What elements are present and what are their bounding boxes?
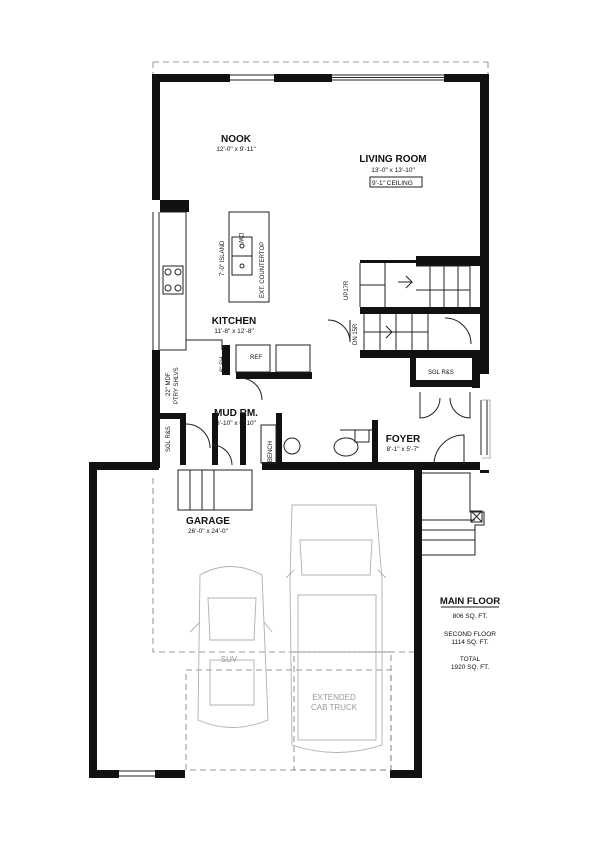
kitchen-label: KITCHEN [212,316,256,327]
bench-label: BENCH [268,441,274,462]
kitchen-island [228,211,270,303]
mudroom-dims: 6'-10" x 6'-10" [216,420,257,427]
garage-steps [177,469,253,511]
shelf-label: 6" SH. [220,355,226,372]
exterior-walls [89,74,489,778]
garage-label: GARAGE [186,516,230,527]
nook-label: NOOK [221,134,252,145]
nook-dims: 12'-0" x 9'-11" [216,146,256,153]
ceiling-note-box [369,176,423,188]
garage-dims: 26'-0" x 24'-0" [188,528,229,535]
truck-label-1: EXTENDED [312,693,356,702]
pantry-label-1: 22" MDF [166,372,172,396]
foyer-label: FOYER [386,434,421,445]
ceiling-note: 9'-1" CEILING [372,180,413,187]
main-floor-area: 806 SQ. FT. [453,613,488,620]
foyer-dims: 8'-1" x 5'-7" [387,446,420,453]
kitchen-counter [160,211,223,351]
countertop-label: EXT. COUNTERTOP [260,242,266,298]
truck-label-2: CAB TRUCK [311,703,358,712]
kitchen-dims: 11'-8" x 12'-8" [214,328,254,335]
second-floor-area: 1114 SQ. FT. [451,639,489,646]
suv-outline [189,566,273,728]
front-stoop [422,399,491,556]
garage-parking [185,651,392,771]
second-floor-label: SECOND FLOOR [444,631,496,638]
area-summary: MAIN FLOOR 806 SQ. FT. SECOND FLOOR 1114… [440,596,500,671]
interior-walls [160,256,480,465]
stairs-up-label: UP17R [344,280,350,300]
fridge-area [235,344,311,401]
staircase [359,263,471,350]
bath-fixtures [260,424,370,464]
total-label: TOTAL [460,656,481,663]
living-room-dims: 13'-0" x 13'-10" [371,167,415,174]
windows [119,74,488,777]
foyer-rod-shelf-label: SGL R&S [428,370,454,376]
living-room-label: LIVING ROOM [359,154,426,165]
truck-outline [285,504,387,753]
summary-title: MAIN FLOOR [440,596,500,607]
pantry-label-2: PTRY SHLVS [174,367,180,404]
fixture-labels: DW 7'-0" ISLAND EXT. COUNTERTOP REF 6" S… [166,233,454,712]
dishwasher-label: DW [237,233,243,243]
ref-label: REF [250,355,262,361]
island-label: 7'-0" ISLAND [220,240,226,276]
mudroom-label: MUD RM. [214,408,258,419]
suv-label: SUV [221,655,238,664]
mudroom-rod-shelf-label: SGL R&S [166,426,172,452]
room-labels: NOOK 12'-0" x 9'-11" LIVING ROOM 13'-0" … [186,134,427,535]
stairs-down-label: DN 15R [353,323,359,345]
total-area: 1920 SQ. FT. [451,664,489,671]
